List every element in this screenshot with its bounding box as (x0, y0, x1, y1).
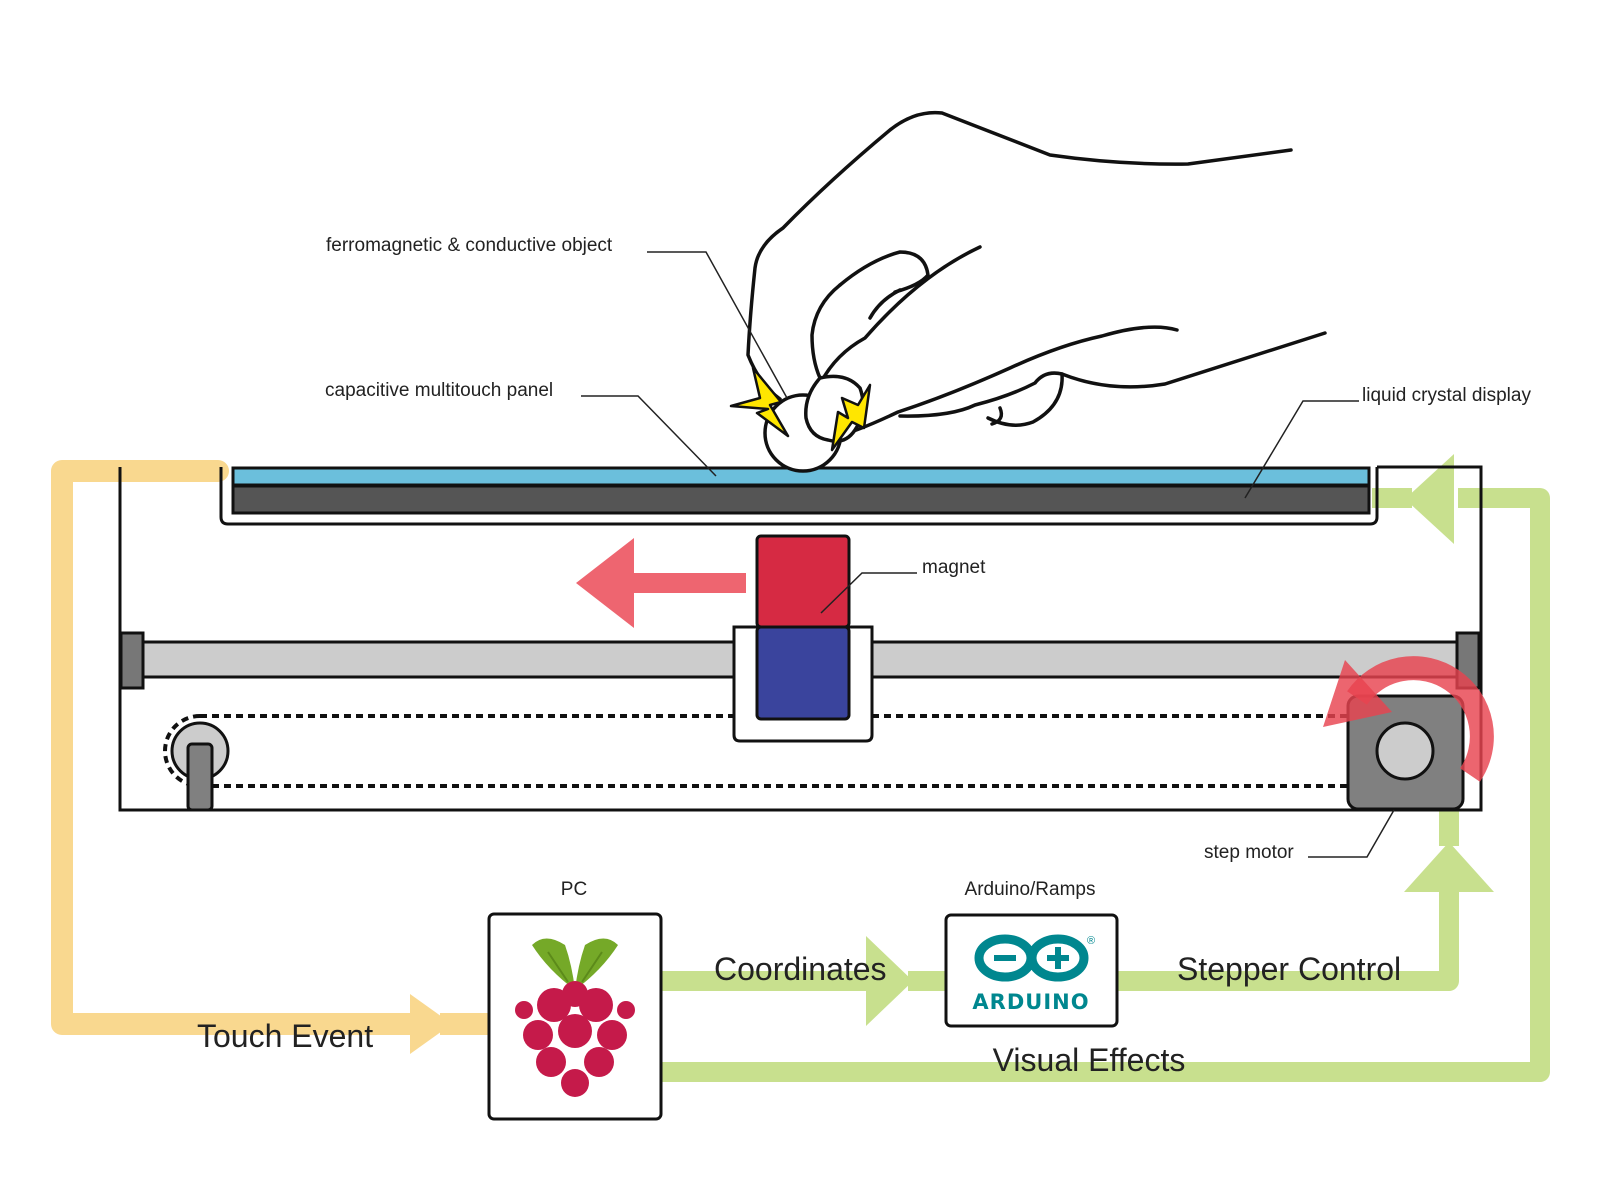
label-lcd: liquid crystal display (1362, 385, 1531, 406)
leader-lcd (1244, 400, 1359, 499)
arduino-title: Arduino/Ramps (965, 879, 1096, 900)
coordinates-arrowhead (866, 936, 913, 1026)
magnet-north-pole (755, 534, 851, 629)
leader-object (647, 251, 788, 399)
leader-step-motor (1308, 809, 1395, 858)
flow-label-coordinates: Coordinates (714, 951, 887, 987)
label-object: ferromagnetic & conductive object (326, 235, 613, 256)
pc-node: PC (487, 879, 663, 1121)
leader-magnet (820, 572, 917, 614)
leader-touch-panel (581, 395, 717, 477)
rotation-arrow-icon (1323, 656, 1494, 782)
flow-label-stepper-control: Stepper Control (1177, 951, 1401, 987)
touch-event-flow (51, 460, 488, 1054)
label-touch-panel: capacitive multitouch panel (325, 380, 553, 401)
label-step-motor: step motor (1204, 842, 1294, 863)
step-motor (1346, 694, 1465, 811)
liquid-crystal-display (231, 484, 1371, 515)
flow-label-visual-effects: Visual Effects (993, 1042, 1186, 1078)
magnet-carriage (732, 534, 874, 743)
hand-illustration (746, 110, 1327, 439)
flow-label-touch-event: Touch Event (197, 1018, 373, 1054)
arduino-registered-mark: ® (1087, 935, 1095, 947)
spark-icon-left (729, 366, 790, 438)
arduino-node: Arduino/Ramps ARDUINO ® (944, 879, 1119, 1028)
rail-end-block-left (119, 631, 145, 690)
raspberry-pi-logo (515, 938, 635, 1097)
label-magnet: magnet (922, 557, 986, 578)
arduino-logo: ARDUINO ® (972, 934, 1095, 1014)
visual-effects-arrowhead (1405, 454, 1454, 544)
spark-icon-right (830, 383, 872, 452)
arduino-logo-text: ARDUINO (972, 990, 1089, 1014)
stepper-control-arrowhead (1404, 842, 1494, 892)
magnet-south-pole (755, 625, 851, 721)
touch-event-arrowhead (410, 994, 452, 1054)
pc-title: PC (561, 879, 587, 900)
motion-arrow-icon (576, 538, 746, 628)
table-enclosure (118, 465, 1483, 812)
idler-pulley (170, 721, 230, 812)
leader-lines (581, 251, 1395, 858)
data-flows (660, 454, 1550, 1082)
